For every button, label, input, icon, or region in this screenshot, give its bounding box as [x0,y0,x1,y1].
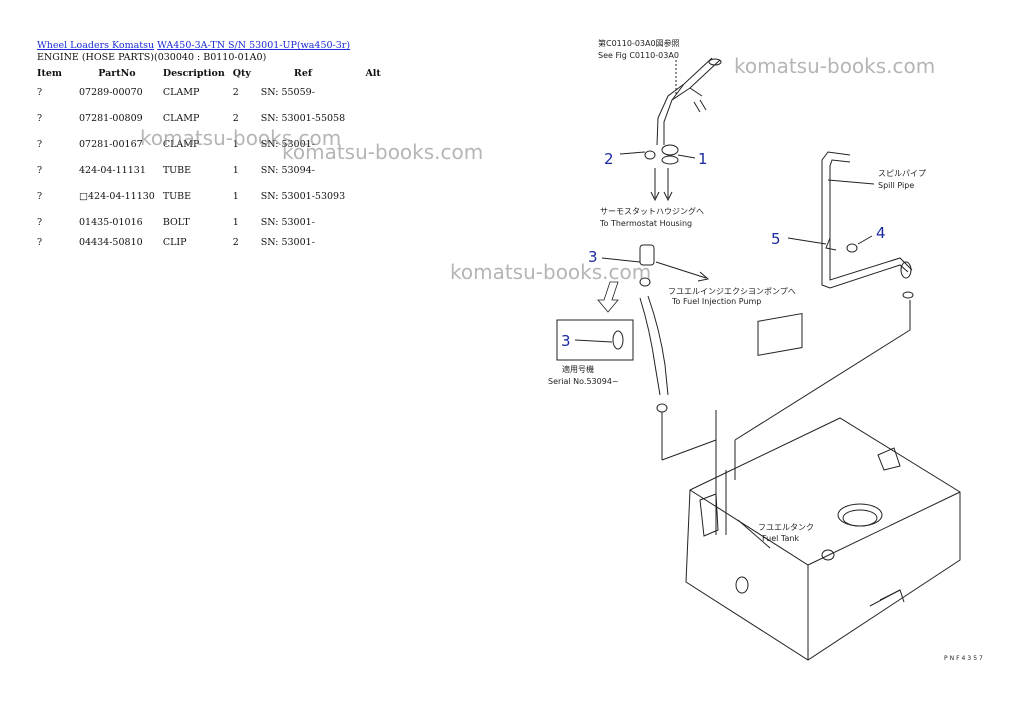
callout-3-inset: 3 [561,332,571,350]
col-partno: PartNo [98,67,136,79]
cell-item: ? [37,87,43,98]
cell-alt [349,185,397,211]
table-row: ? 07289-00070 CLAMP 2 SN: 55059- [33,81,397,107]
cell-item: ? [37,165,43,176]
parts-table: Item PartNo Description Qty Ref Alt ? 07… [33,65,397,251]
upper-hose [656,57,722,146]
cell-partno: 07281-00809 [79,113,143,124]
cell-qty: 1 [232,191,239,202]
see-fig-en: See Fig C0110-03A0 [598,51,679,60]
cell-qty: 1 [232,217,239,228]
cell-ref: SN: 53001- [260,217,315,228]
cell-ref: SN: 55059- [260,87,315,98]
cell-item: ? [37,191,43,202]
fuel-hose [639,244,717,480]
cell-alt [349,107,397,133]
serial-inset-box [556,319,634,361]
table-row: ? 01435-01016 BOLT 1 SN: 53001- [33,211,397,231]
cell-desc: TUBE [162,191,192,202]
cell-qty: 1 [232,165,239,176]
cell-ref: SN: 53001-53093 [260,191,346,202]
cell-ref: SN: 53001- [260,237,315,248]
cell-alt [349,81,397,107]
spill-jp: スピルパイプ [878,169,926,178]
cell-desc: CLAMP [162,87,200,98]
tank-jp: フユエルタンク [758,523,814,532]
cell-item: ? [37,139,43,150]
cell-ref: SN: 53001- [260,139,315,150]
thermo-jp: サーモスタットハウジングへ [600,206,704,216]
spill-en: Spill Pipe [878,181,914,190]
parts-diagram: 1 2 3 3 4 5 第C0110-03A0図参照 See Fig C0110… [548,38,985,662]
callout-1: 1 [698,150,708,168]
thermostat-clamp [644,144,679,202]
pump-jp: フユエルインジエクシヨンポンプへ [668,287,796,296]
cell-alt [349,231,397,251]
watermark: komatsu-books.com [140,126,342,150]
cell-desc: CLAMP [162,113,200,124]
watermark: komatsu-books.com [282,140,484,164]
breadcrumb-link-model[interactable]: Wheel Loaders Komatsu [37,40,155,51]
table-row: ? 04434-50810 CLIP 2 SN: 53001- [33,231,397,251]
cell-partno: 07281-00167 [79,139,143,150]
cell-partno: □424-04-11130 [79,191,155,202]
thermo-en: To Thermostat Housing [599,219,692,228]
breadcrumb: Wheel Loaders Komatsu WA450-3A-TN S/N 53… [37,40,350,51]
col-item: Item [37,67,62,79]
cell-desc: CLAMP [162,139,200,150]
see-fig-jp: 第C0110-03A0図参照 [598,38,680,48]
table-row: ? 07281-00167 CLAMP 1 SN: 53001- [33,133,397,159]
breadcrumb-link-serial[interactable]: WA450-3A-TN S/N 53001-UP(wa450-3r) [157,40,351,51]
fuel-tank [685,312,961,661]
callout-4: 4 [876,224,886,242]
cell-item: ? [37,237,43,248]
serial-en: Serial No.53094~ [548,377,619,386]
col-description: Description [162,67,225,79]
tank-en: Fuel Tank [762,534,799,543]
col-qty: Qty [232,67,251,79]
cell-qty: 2 [232,113,239,124]
col-ref: Ref [293,67,312,79]
callout-2: 2 [604,150,614,168]
cell-qty: 1 [232,139,239,150]
cell-partno: 01435-01016 [79,217,143,228]
watermark: komatsu-books.com [450,260,652,284]
callout-5: 5 [771,230,781,248]
watermark: komatsu-books.com [734,54,936,78]
cell-qty: 2 [232,237,239,248]
cell-partno: 424-04-11131 [79,165,146,176]
drawing-code: PNF4357 [944,655,985,662]
spill-pipe [821,151,914,299]
cell-partno: 07289-00070 [79,87,143,98]
callout-3-main: 3 [588,248,598,266]
cell-item: ? [37,113,43,124]
cell-item: ? [37,217,43,228]
cell-desc: BOLT [162,217,190,228]
cell-alt [349,211,397,231]
cell-desc: CLIP [162,237,187,248]
table-row: ? 07281-00809 CLAMP 2 SN: 53001-55058 [33,107,397,133]
serial-jp: 適用号機 [562,364,594,374]
table-header-row: Item PartNo Description Qty Ref Alt [33,65,397,81]
table-row: ? 424-04-11131 TUBE 1 SN: 53094- [33,159,397,185]
page-subtitle: ENGINE (HOSE PARTS)(030040 : B0110-01A0) [37,52,267,63]
cell-ref: SN: 53001-55058 [260,113,346,124]
cell-ref: SN: 53094- [260,165,315,176]
pump-en: To Fuel Injection Pump [671,297,761,306]
table-row: ? □424-04-11130 TUBE 1 SN: 53001-53093 [33,185,397,211]
col-alt: Alt [365,67,381,79]
cell-qty: 2 [232,87,239,98]
cell-partno: 04434-50810 [79,237,143,248]
cell-desc: TUBE [162,165,192,176]
